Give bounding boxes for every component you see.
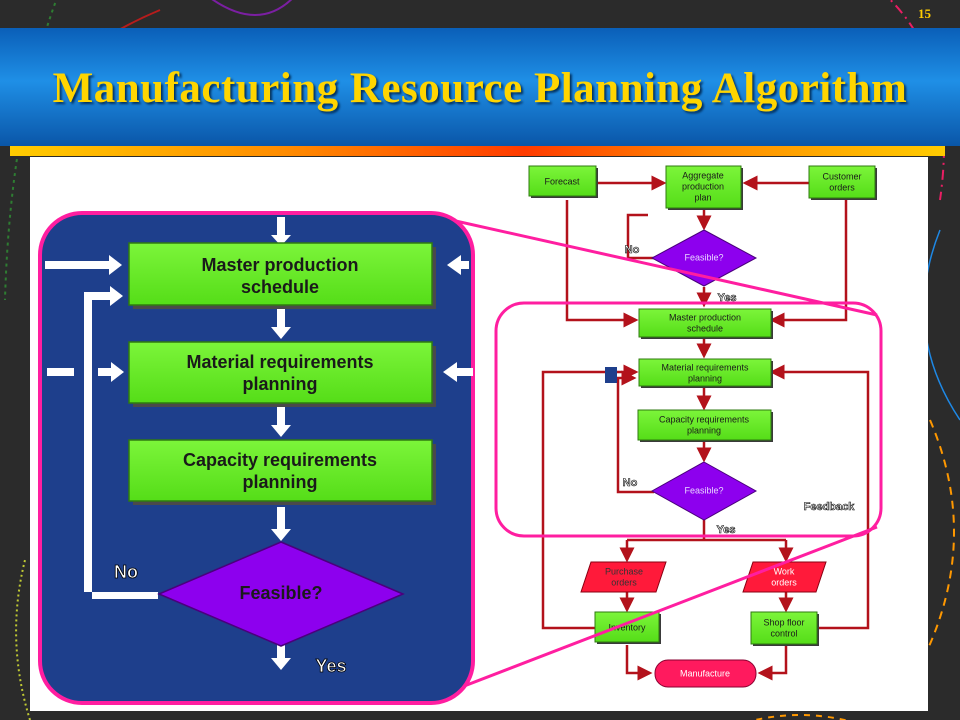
mrp-large-box[interactable]: Material requirements planning [128, 341, 436, 407]
svg-text:Feasible?: Feasible? [684, 485, 723, 495]
mps-small-box[interactable]: Master production schedule [638, 308, 773, 339]
no-top-label: No [625, 244, 640, 256]
title-band [0, 28, 960, 146]
svg-text:production: production [682, 181, 724, 191]
shop-floor-control-box[interactable]: Shop floor control [750, 611, 819, 646]
highlight-frame [494, 301, 883, 538]
mrp-small-box[interactable]: Material requirements planning [638, 358, 773, 388]
svg-text:Material requirements: Material requirements [661, 362, 749, 372]
svg-text:planning: planning [688, 373, 722, 383]
slide-number: 15 [918, 6, 931, 21]
customer-orders-box[interactable]: Customer orders [808, 165, 877, 200]
svg-text:Aggregate: Aggregate [682, 170, 724, 180]
inventory-box[interactable]: Inventory [594, 611, 661, 644]
page-title: Manufacturing Resource Planning Algorith… [52, 65, 908, 112]
feedback-label: Feedback [804, 501, 856, 513]
work-orders-parallelogram[interactable]: Work orders [742, 561, 827, 593]
svg-text:Purchase: Purchase [605, 566, 643, 576]
manufacture-pill[interactable]: Manufacture [654, 659, 757, 688]
yes-large-label: Yes [315, 656, 346, 676]
svg-text:schedule: schedule [241, 277, 319, 297]
forecast-label: Forecast [544, 176, 580, 186]
yes-top-label: Yes [718, 292, 737, 304]
svg-text:plan: plan [694, 192, 711, 202]
svg-text:planning: planning [687, 425, 721, 435]
svg-text:Inventory: Inventory [608, 622, 646, 632]
zoom-connectors [45, 217, 473, 670]
svg-text:Master production: Master production [201, 255, 358, 275]
svg-text:Capacity requirements: Capacity requirements [183, 450, 377, 470]
svg-text:Material requirements: Material requirements [186, 352, 373, 372]
svg-text:planning: planning [243, 472, 318, 492]
title-underline [10, 146, 945, 156]
no-bottom-label: No [623, 477, 638, 489]
svg-text:Customer: Customer [822, 171, 861, 181]
svg-text:control: control [770, 628, 797, 638]
slide-content: Forecast Aggregate production plan Custo… [30, 157, 928, 711]
svg-text:orders: orders [611, 577, 637, 587]
junction-marker [605, 367, 617, 383]
svg-text:Feasible?: Feasible? [239, 583, 322, 603]
crp-large-box[interactable]: Capacity requirements planning [128, 439, 436, 505]
svg-text:Manufacture: Manufacture [680, 668, 730, 678]
svg-text:Feasible?: Feasible? [684, 252, 723, 262]
zoom-line-bottom [419, 525, 878, 705]
svg-text:orders: orders [771, 577, 797, 587]
svg-text:Work: Work [774, 566, 795, 576]
overview-connectors [541, 175, 870, 681]
purchase-orders-parallelogram[interactable]: Purchase orders [580, 561, 667, 593]
svg-text:orders: orders [829, 182, 855, 192]
feasible-bottom-diamond[interactable]: Feasible? [650, 461, 758, 521]
svg-text:schedule: schedule [687, 323, 723, 333]
forecast-box[interactable]: Forecast [528, 165, 598, 198]
aggregate-production-plan-box[interactable]: Aggregate production plan [665, 165, 743, 210]
crp-small-box[interactable]: Capacity requirements planning [637, 409, 773, 442]
yes-bottom-label: Yes [717, 524, 736, 536]
svg-text:Master production: Master production [669, 312, 741, 322]
mps-large-box[interactable]: Master production schedule [128, 242, 436, 309]
zoom-line-top [419, 211, 878, 317]
no-large-label: No [114, 562, 138, 582]
svg-text:Shop floor: Shop floor [763, 617, 804, 627]
feasible-large-diamond[interactable]: Feasible? [157, 541, 405, 647]
svg-text:planning: planning [243, 374, 318, 394]
mrp-diagram: Forecast Aggregate production plan Custo… [38, 165, 883, 705]
svg-text:Capacity requirements: Capacity requirements [659, 414, 750, 424]
